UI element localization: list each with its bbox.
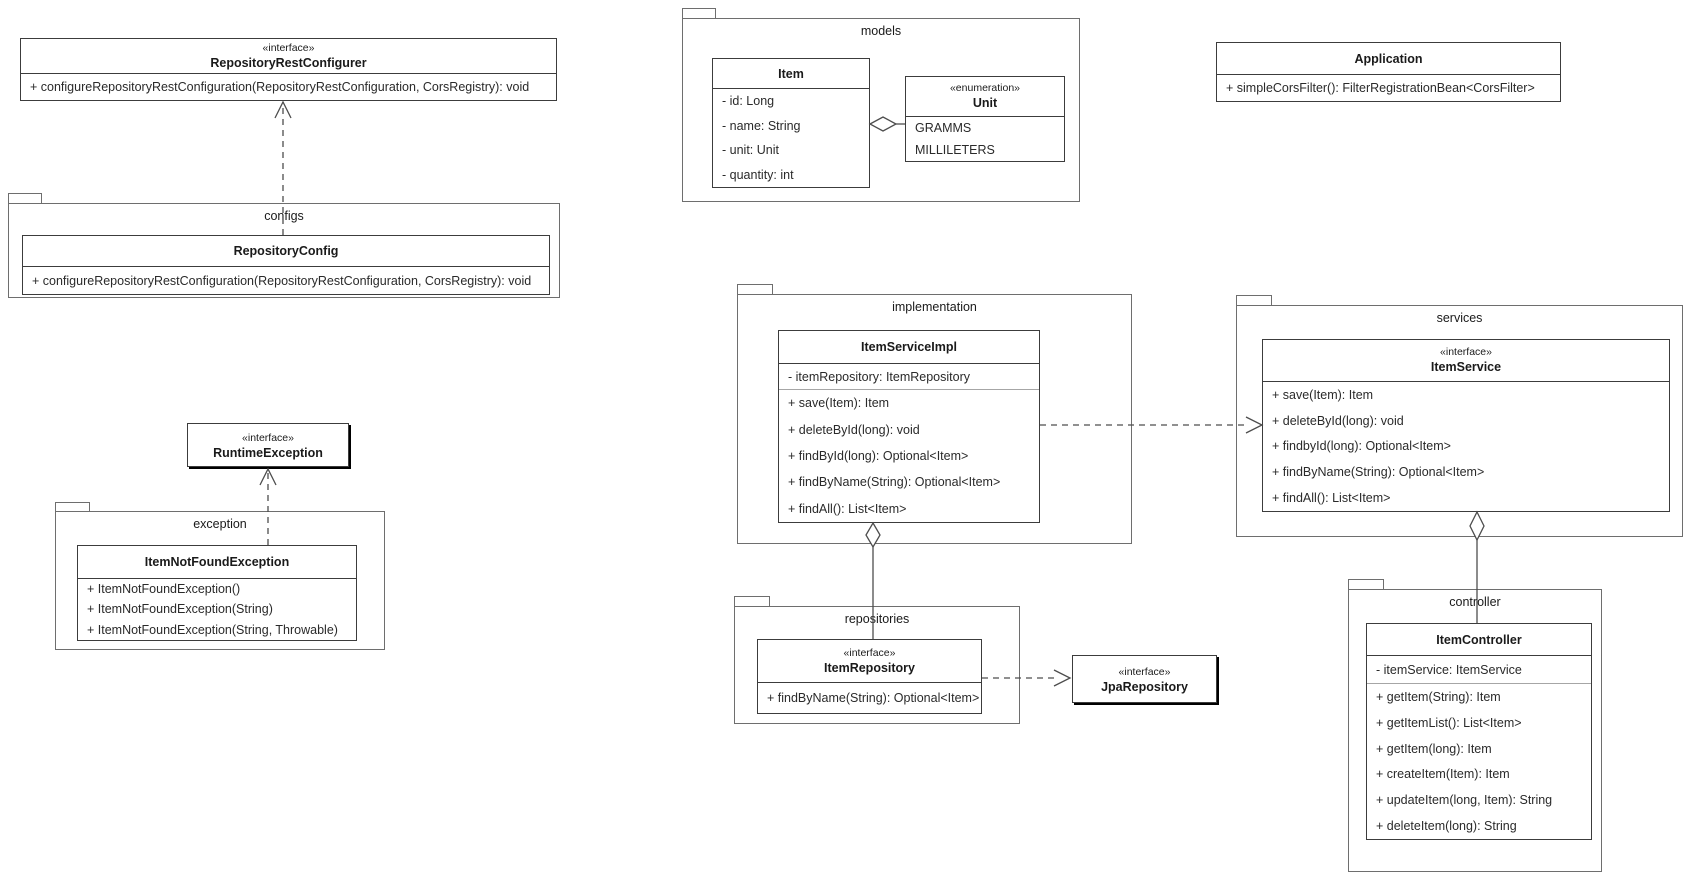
class-name: Unit xyxy=(972,96,998,110)
method: + findbyId(long): Optional<Item> xyxy=(1272,439,1451,454)
class-item-not-found-exception[interactable]: ItemNotFoundException + ItemNotFoundExce… xyxy=(77,545,357,641)
class-name: Application xyxy=(1354,51,1423,66)
method: + configureRepositoryRestConfiguration(R… xyxy=(30,80,530,94)
package-label: implementation xyxy=(892,300,977,314)
package-label: models xyxy=(860,24,902,38)
package-tab-repositories[interactable] xyxy=(734,596,770,606)
method: + ItemNotFoundException() xyxy=(87,582,241,597)
stereotype: «enumeration» xyxy=(949,82,1021,94)
package-tab-services[interactable] xyxy=(1236,295,1272,305)
method: + findById(long): Optional<Item> xyxy=(788,449,969,464)
enum-literal: GRAMMS xyxy=(915,121,972,135)
class-application[interactable]: Application + simpleCorsFilter(): Filter… xyxy=(1216,42,1561,102)
class-name: JpaRepository xyxy=(1101,679,1188,694)
method: + configureRepositoryRestConfiguration(R… xyxy=(32,273,532,288)
class-item-service-impl[interactable]: ItemServiceImpl - itemRepository: ItemRe… xyxy=(778,330,1040,523)
class-name: ItemService xyxy=(1430,360,1502,374)
package-tab-exception[interactable] xyxy=(55,502,90,511)
class-repository-rest-configurer[interactable]: «interface» RepositoryRestConfigurer + c… xyxy=(20,38,557,101)
attribute: - quantity: int xyxy=(722,167,794,182)
package-tab-configs[interactable] xyxy=(8,193,42,203)
class-name: RepositoryRestConfigurer xyxy=(210,55,367,70)
interface-item-service[interactable]: «interface» ItemService + save(Item): It… xyxy=(1262,339,1670,512)
stereotype: «interface» xyxy=(1440,346,1492,358)
divider xyxy=(779,389,1039,390)
method: + createItem(Item): Item xyxy=(1376,767,1510,782)
method: + getItemList(): List<Item> xyxy=(1376,715,1522,730)
method: + findAll(): List<Item> xyxy=(788,501,907,516)
stereotype: «interface» xyxy=(1118,665,1171,678)
method: + ItemNotFoundException(String, Throwabl… xyxy=(87,622,338,637)
package-label: exception xyxy=(193,517,247,531)
class-name: RepositoryConfig xyxy=(233,244,339,258)
method: + save(Item): Item xyxy=(788,396,890,411)
class-name: Item xyxy=(778,66,804,81)
package-tab-implementation[interactable] xyxy=(737,284,773,294)
method: + simpleCorsFilter(): FilterRegistration… xyxy=(1226,81,1535,95)
package-tab-models[interactable] xyxy=(682,8,716,18)
method: + updateItem(long, Item): String xyxy=(1376,793,1553,808)
package-tab-controller[interactable] xyxy=(1348,579,1384,589)
attribute: - id: Long xyxy=(722,94,775,109)
class-name: ItemController xyxy=(1436,632,1522,647)
enum-unit[interactable]: «enumeration» Unit GRAMMS MILLILETERS xyxy=(905,76,1065,162)
interface-item-repository[interactable]: «interface» ItemRepository + findByName(… xyxy=(757,639,982,714)
attribute: - itemService: ItemService xyxy=(1376,662,1522,677)
method: + save(Item): Item xyxy=(1272,387,1374,402)
method: + findByName(String): Optional<Item> xyxy=(1272,465,1485,480)
attribute: - name: String xyxy=(722,118,801,133)
method: + deleteById(long): void xyxy=(1272,413,1404,428)
method: + findAll(): List<Item> xyxy=(1272,491,1391,506)
class-item-controller[interactable]: ItemController - itemService: ItemServic… xyxy=(1366,623,1592,840)
package-label: repositories xyxy=(844,612,910,626)
package-label: configs xyxy=(264,209,304,223)
class-name: ItemRepository xyxy=(824,660,915,675)
method: + deleteById(long): void xyxy=(788,422,920,437)
class-runtime-exception[interactable]: «interface» RuntimeException xyxy=(187,423,349,467)
method: + deleteItem(long): String xyxy=(1376,819,1517,834)
package-label: services xyxy=(1436,311,1483,325)
attribute: - unit: Unit xyxy=(722,143,779,158)
class-name: RuntimeException xyxy=(213,445,323,460)
interface-jpa-repository[interactable]: «interface» JpaRepository xyxy=(1072,655,1217,703)
method: + getItem(String): Item xyxy=(1376,689,1501,704)
class-name: ItemNotFoundException xyxy=(144,555,290,569)
enum-literal: MILLILETERS xyxy=(915,143,995,157)
method: + findByName(String): Optional<Item> xyxy=(767,691,980,705)
class-repository-config[interactable]: RepositoryConfig + configureRepositoryRe… xyxy=(22,235,550,295)
divider xyxy=(1367,683,1591,684)
stereotype: «interface» xyxy=(262,41,315,54)
method: + ItemNotFoundException(String) xyxy=(87,602,273,617)
stereotype: «interface» xyxy=(242,431,294,444)
class-item[interactable]: Item - id: Long - name: String - unit: U… xyxy=(712,58,870,188)
attribute: - itemRepository: ItemRepository xyxy=(788,369,971,384)
package-label: controller xyxy=(1449,595,1501,609)
stereotype: «interface» xyxy=(843,646,896,659)
method: + findByName(String): Optional<Item> xyxy=(788,475,1001,490)
class-name: ItemServiceImpl xyxy=(861,340,957,354)
method: + getItem(long): Item xyxy=(1376,741,1492,756)
